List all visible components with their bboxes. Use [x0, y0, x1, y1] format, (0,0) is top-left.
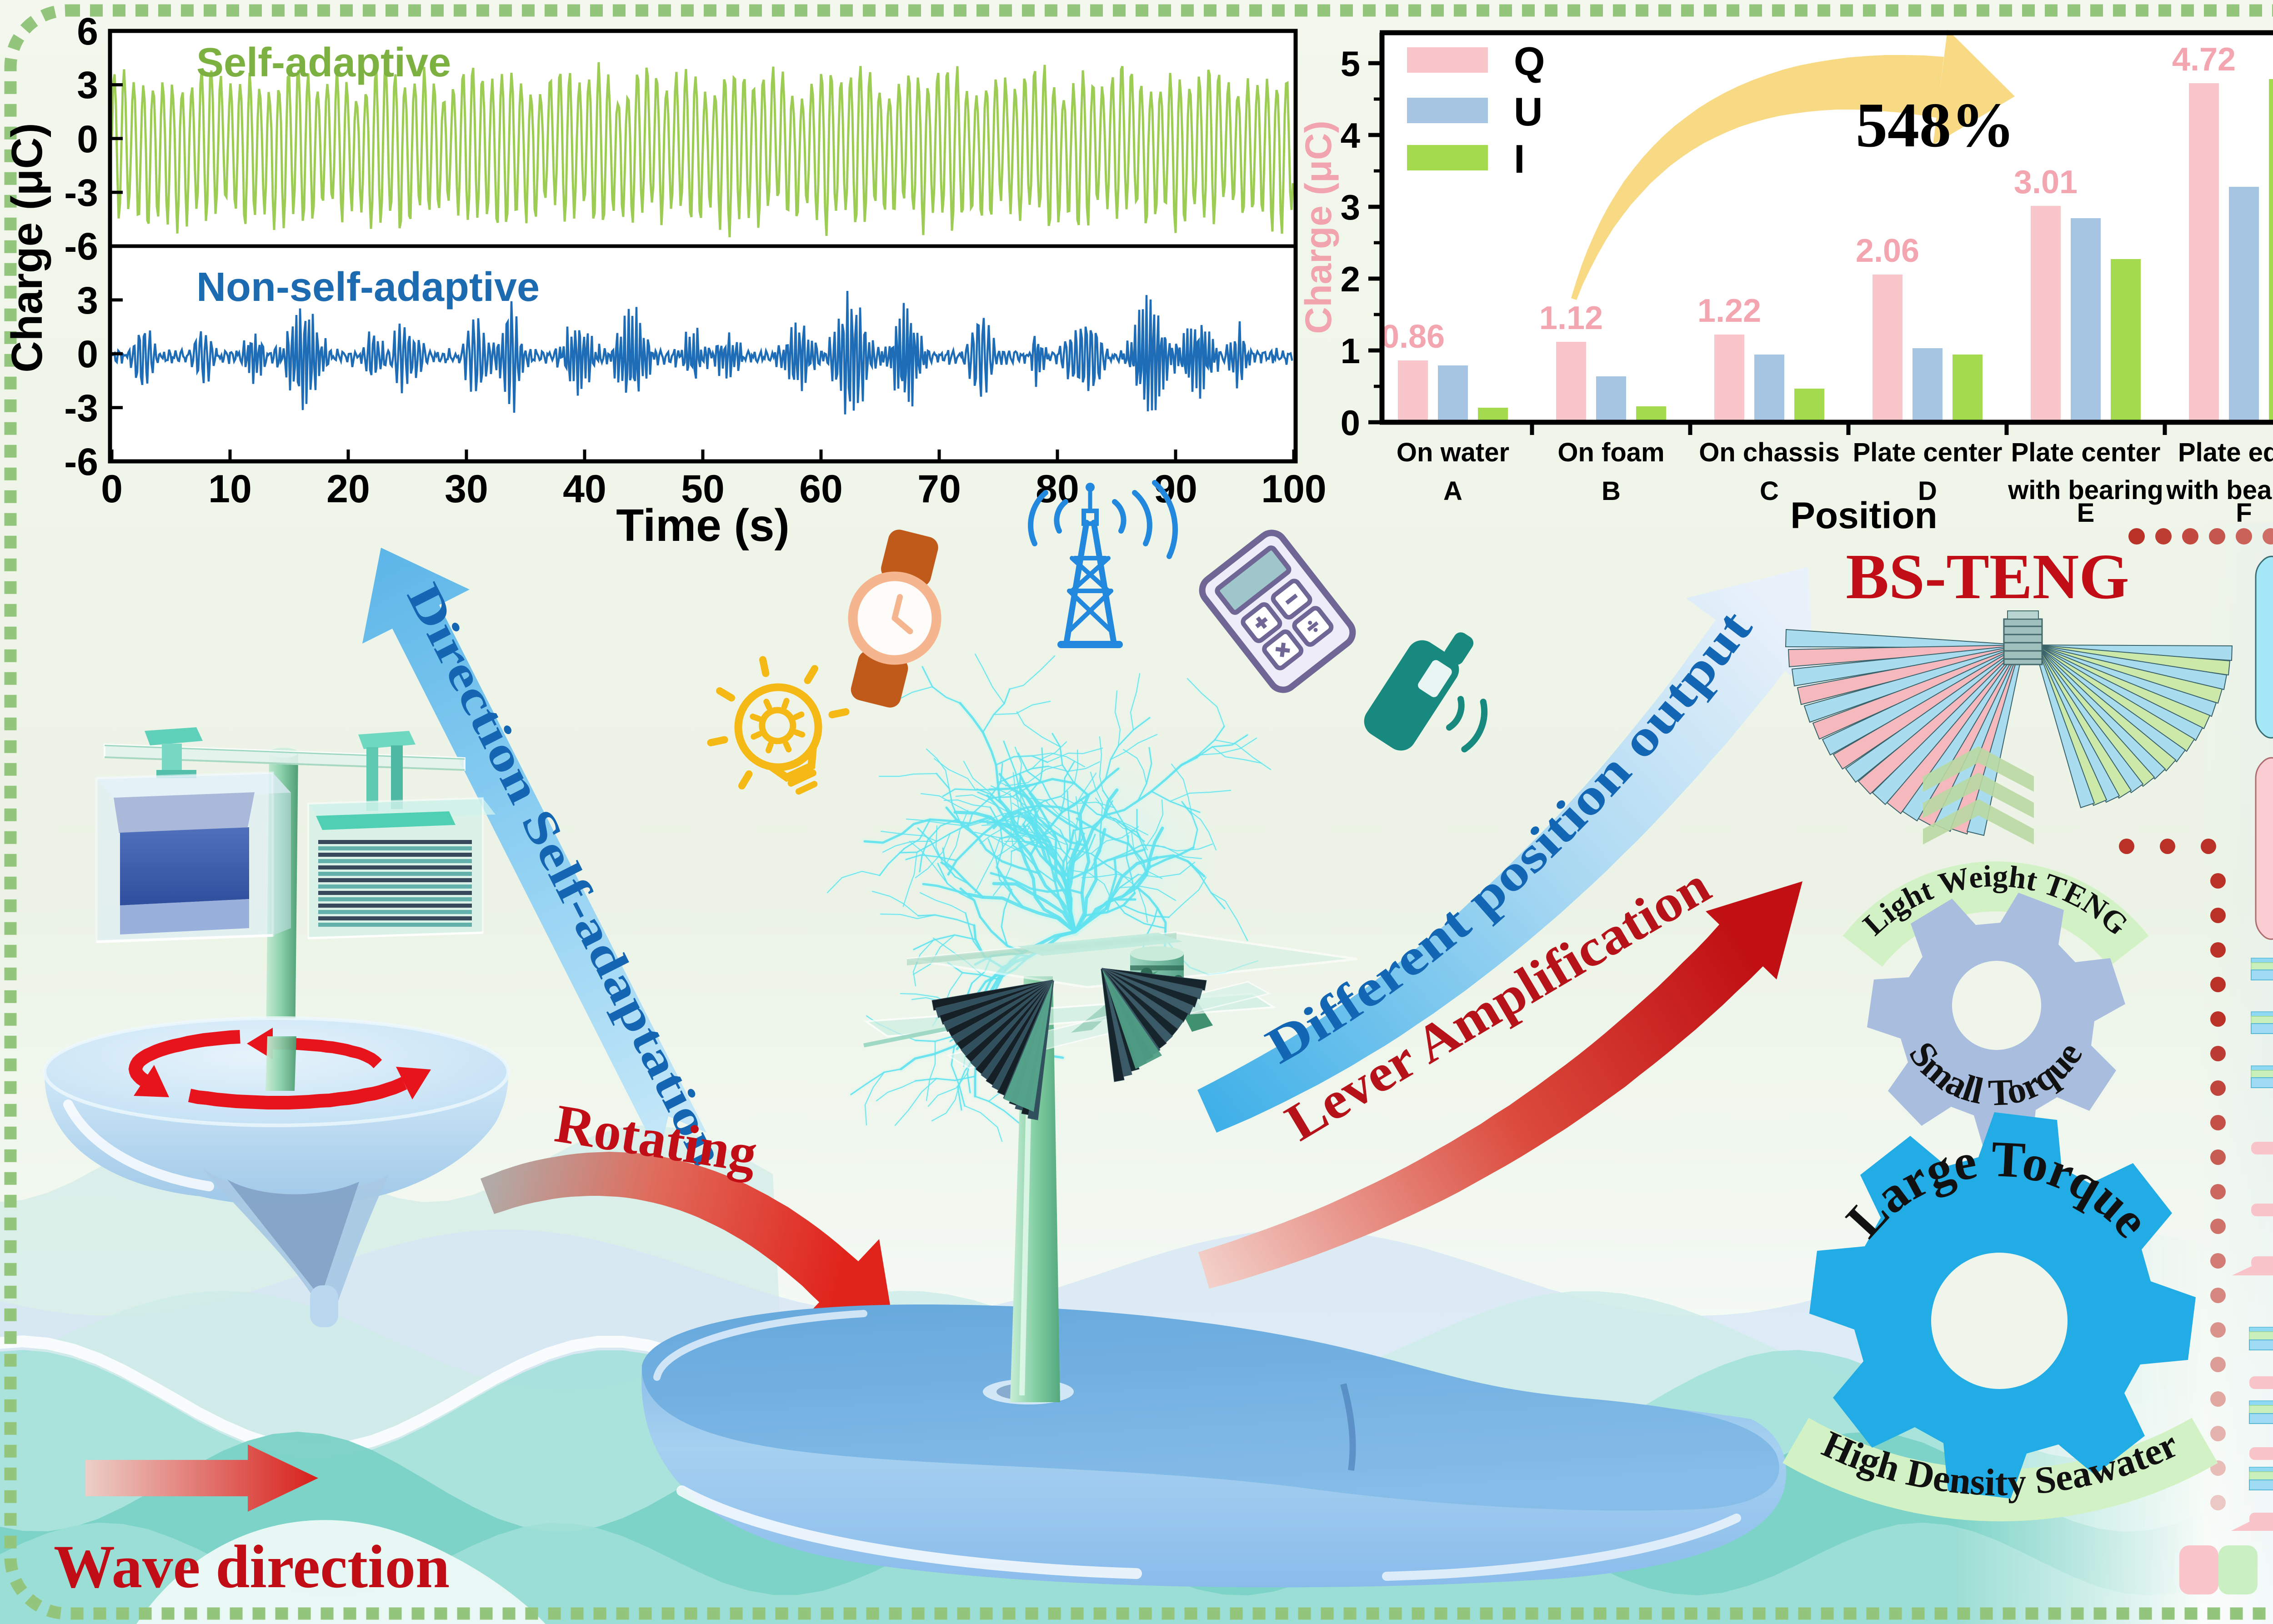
svg-text:Plate center: Plate center	[1853, 438, 2003, 467]
svg-text:E: E	[2077, 498, 2095, 528]
svg-text:0: 0	[1341, 403, 1360, 443]
svg-text:D: D	[1918, 476, 1937, 506]
svg-text:5: 5	[1341, 44, 1360, 84]
svg-text:Time (s): Time (s)	[616, 500, 790, 551]
svg-text:-6: -6	[64, 225, 98, 268]
svg-text:U: U	[1514, 89, 1543, 134]
svg-text:100: 100	[1261, 467, 1327, 511]
svg-text:Plate center: Plate center	[2011, 438, 2161, 467]
svg-text:with bearing: with bearing	[2008, 475, 2163, 505]
svg-text:F: F	[2236, 498, 2252, 528]
svg-text:Position: Position	[1790, 495, 1937, 536]
svg-text:BS-TENG: BS-TENG	[1846, 540, 2129, 612]
svg-text:3: 3	[77, 64, 98, 106]
svg-text:On chassis: On chassis	[1699, 438, 1839, 467]
svg-text:Charge (μC): Charge (μC)	[1298, 120, 1339, 334]
svg-text:20: 20	[326, 467, 370, 511]
svg-text:4.72: 4.72	[2172, 41, 2236, 78]
svg-text:Q: Q	[1514, 39, 1545, 84]
svg-text:0: 0	[77, 118, 98, 160]
svg-text:80: 80	[1036, 467, 1079, 511]
svg-text:30: 30	[445, 467, 488, 511]
svg-text:-3: -3	[64, 387, 98, 430]
svg-text:0.86: 0.86	[1381, 319, 1445, 355]
svg-text:-6: -6	[64, 440, 98, 483]
svg-text:Charge (μC): Charge (μC)	[3, 123, 51, 372]
svg-text:70: 70	[917, 467, 961, 511]
svg-text:4: 4	[1341, 115, 1360, 155]
svg-text:3.01: 3.01	[2014, 164, 2078, 200]
svg-text:1.12: 1.12	[1539, 300, 1603, 336]
svg-text:3: 3	[1341, 187, 1360, 227]
svg-text:A: A	[1443, 476, 1462, 506]
svg-text:548%: 548%	[1856, 90, 2015, 160]
svg-text:0: 0	[101, 467, 123, 511]
svg-text:50: 50	[681, 467, 725, 511]
svg-text:B: B	[1602, 476, 1621, 506]
svg-text:On foam: On foam	[1557, 438, 1664, 467]
svg-text:1.22: 1.22	[1697, 293, 1761, 329]
svg-text:6: 6	[77, 10, 98, 53]
svg-text:with bearing: with bearing	[2166, 475, 2273, 505]
svg-text:-3: -3	[64, 171, 98, 214]
svg-text:I: I	[1514, 136, 1525, 181]
svg-text:Steel: Steel	[2271, 1539, 2273, 1594]
svg-text:40: 40	[563, 467, 606, 511]
svg-text:Wave direction: Wave direction	[54, 1533, 450, 1601]
svg-text:1: 1	[1341, 331, 1360, 371]
svg-text:On water: On water	[1397, 438, 1509, 467]
svg-text:0: 0	[77, 333, 98, 375]
svg-text:2.06: 2.06	[1856, 233, 1919, 269]
svg-text:10: 10	[208, 467, 252, 511]
svg-text:2: 2	[1341, 259, 1360, 299]
svg-text:60: 60	[799, 467, 843, 511]
svg-text:3: 3	[77, 279, 98, 322]
svg-text:C: C	[1760, 476, 1779, 506]
svg-text:Plate edge: Plate edge	[2178, 438, 2273, 467]
svg-text:Non-self-adaptive: Non-self-adaptive	[196, 265, 540, 310]
svg-text:Self-adaptive: Self-adaptive	[196, 40, 451, 85]
